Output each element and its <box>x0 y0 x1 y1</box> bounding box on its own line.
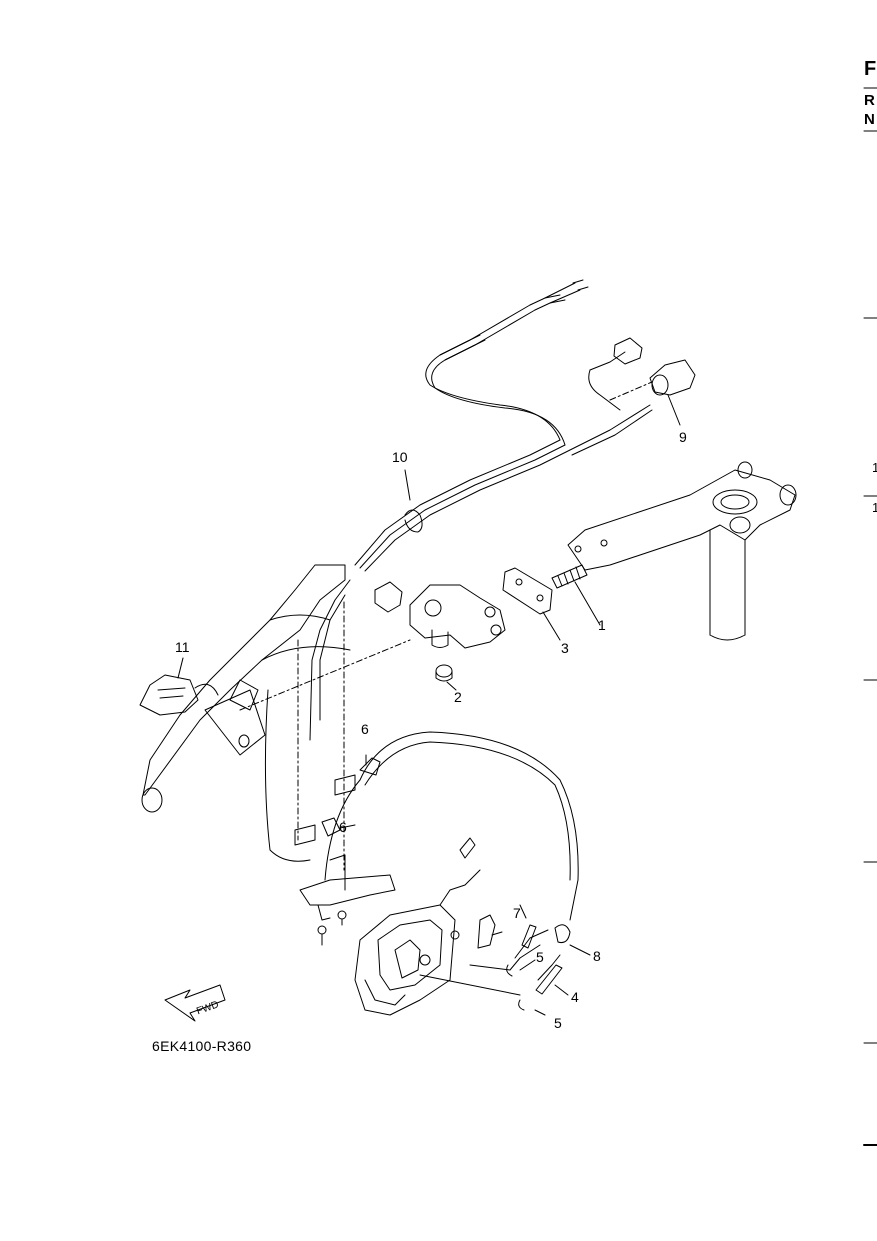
part-band <box>404 469 423 533</box>
part-pin <box>551 564 601 626</box>
callout-11: 11 <box>175 639 190 655</box>
part-connector <box>649 359 696 426</box>
callout-2: 2 <box>454 689 462 705</box>
figure-code: 6EK4100-R360 <box>152 1038 252 1054</box>
margin-letter-r: R <box>864 92 875 109</box>
margin-letter-n: N <box>864 111 875 128</box>
callout-8: 8 <box>593 948 601 964</box>
part-clip-upper <box>506 959 536 977</box>
callout-3: 3 <box>561 640 569 656</box>
part-holder-lower <box>294 817 356 846</box>
shift-mechanism <box>354 837 503 1016</box>
margin-number-2: 1 <box>872 500 877 515</box>
callout-4: 4 <box>571 989 579 1005</box>
tiller-arm <box>141 564 351 813</box>
part-plate <box>502 567 561 641</box>
callout-9: 9 <box>679 429 687 445</box>
cable-harness <box>309 279 653 741</box>
lower-bracket <box>299 854 396 946</box>
callout-5-upper: 5 <box>536 949 544 965</box>
part-nut <box>435 664 457 691</box>
part-coupler <box>374 337 643 613</box>
part-cable-end <box>519 904 537 949</box>
shift-rods <box>419 929 561 996</box>
callout-6-upper: 6 <box>361 721 369 737</box>
callout-7: 7 <box>513 905 521 921</box>
part-joint <box>535 964 569 996</box>
tiller-housing <box>409 584 506 649</box>
margin-letter-f: F <box>864 58 877 80</box>
fwd-arrow <box>164 984 226 1022</box>
part-clamp <box>554 924 591 956</box>
part-switch <box>139 657 219 716</box>
part-holder-upper <box>334 754 381 796</box>
margin-number-1: 1 <box>872 460 877 475</box>
callout-1: 1 <box>598 617 606 633</box>
callout-5-lower: 5 <box>554 1015 562 1031</box>
leader-dashes <box>239 381 653 871</box>
fwd-arrow-label: FWD <box>195 999 220 1017</box>
callout-6-lower: 6 <box>339 819 347 835</box>
callout-10: 10 <box>392 449 408 465</box>
margin-ticks <box>863 87 877 1146</box>
shift-cable-loop <box>264 689 579 921</box>
steering-bracket <box>567 461 797 641</box>
part-clip-lower <box>518 999 546 1016</box>
